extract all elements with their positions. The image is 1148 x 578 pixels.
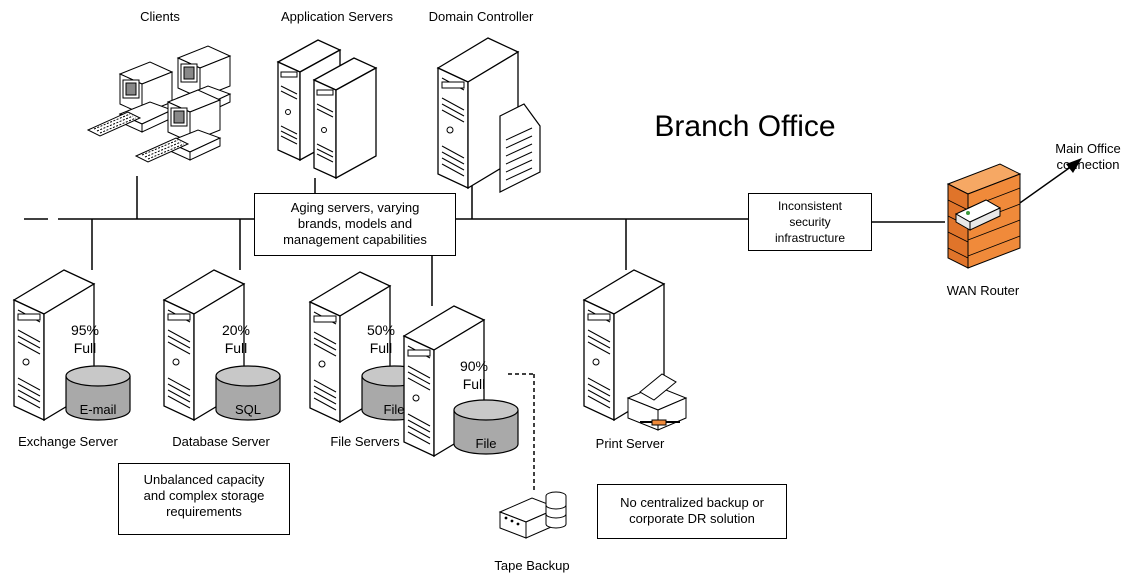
- exchange-server-label: Exchange Server: [18, 434, 118, 449]
- exchange-disk-label: E-mail: [80, 402, 117, 417]
- aging-servers-callout: Aging servers, varying brands, models an…: [254, 193, 456, 256]
- file-server-2-capacity-full: Full: [463, 376, 486, 392]
- file-server-2-icon: [403, 305, 519, 457]
- capacity-callout-line3: requirements: [166, 504, 242, 519]
- aging-callout-line1: Aging servers, varying: [290, 200, 420, 215]
- wan-router-icon: [946, 163, 1022, 269]
- clients-group-icon: [87, 45, 231, 163]
- backup-callout-line2: corporate DR solution: [629, 511, 755, 526]
- database-server-icon: [163, 269, 281, 421]
- tape-backup-icon: [498, 491, 567, 539]
- capacity-callout-line1: Unbalanced capacity: [143, 472, 265, 487]
- security-callout: Inconsistent security infrastructure: [748, 193, 872, 251]
- tape-backup-label: Tape Backup: [494, 558, 569, 573]
- file-server-1-disk-label: File: [384, 402, 405, 417]
- file-server-2-capacity-pct: 90%: [460, 358, 488, 374]
- exchange-server-icon: [13, 269, 131, 421]
- application-servers-label: Application Servers: [281, 9, 393, 24]
- capacity-callout: Unbalanced capacity and complex storage …: [118, 463, 290, 535]
- exchange-capacity-pct: 95%: [71, 322, 99, 338]
- domain-controller-icon: [437, 37, 541, 193]
- print-server-label: Print Server: [596, 436, 665, 451]
- database-capacity-pct: 20%: [222, 322, 250, 338]
- security-callout-line1: Inconsistent: [777, 199, 843, 213]
- security-callout-line2: security: [789, 215, 831, 229]
- security-callout-line3: infrastructure: [774, 231, 846, 245]
- aging-callout-line3: management capabilities: [283, 232, 427, 247]
- database-server-label: Database Server: [172, 434, 270, 449]
- printer-icon: [626, 373, 688, 431]
- file-server-2-disk-label: File: [476, 436, 497, 451]
- file-servers-label: File Servers: [330, 434, 400, 449]
- aging-callout-line2: brands, models and: [297, 216, 413, 231]
- application-servers-icon: [277, 39, 377, 179]
- wan-router-label: WAN Router: [947, 283, 1020, 298]
- file-server-1-capacity-pct: 50%: [367, 322, 395, 338]
- main-office-label-line2: connection: [1057, 157, 1120, 172]
- document-icon: [499, 103, 541, 193]
- branch-office-title: Branch Office: [654, 110, 835, 143]
- clients-label: Clients: [140, 9, 180, 24]
- backup-callout: No centralized backup or corporate DR so…: [597, 484, 787, 539]
- print-server-icon: [583, 269, 688, 431]
- main-office-label-line1: Main Office: [1055, 141, 1121, 156]
- database-capacity-full: Full: [225, 340, 248, 356]
- database-disk-label: SQL: [235, 402, 261, 417]
- capacity-callout-line2: and complex storage: [143, 488, 265, 503]
- domain-controller-label: Domain Controller: [429, 9, 534, 24]
- file-server-1-capacity-full: Full: [370, 340, 393, 356]
- exchange-capacity-full: Full: [74, 340, 97, 356]
- backup-callout-line1: No centralized backup or: [620, 495, 764, 510]
- main-office-arrow-icon: [1066, 158, 1082, 173]
